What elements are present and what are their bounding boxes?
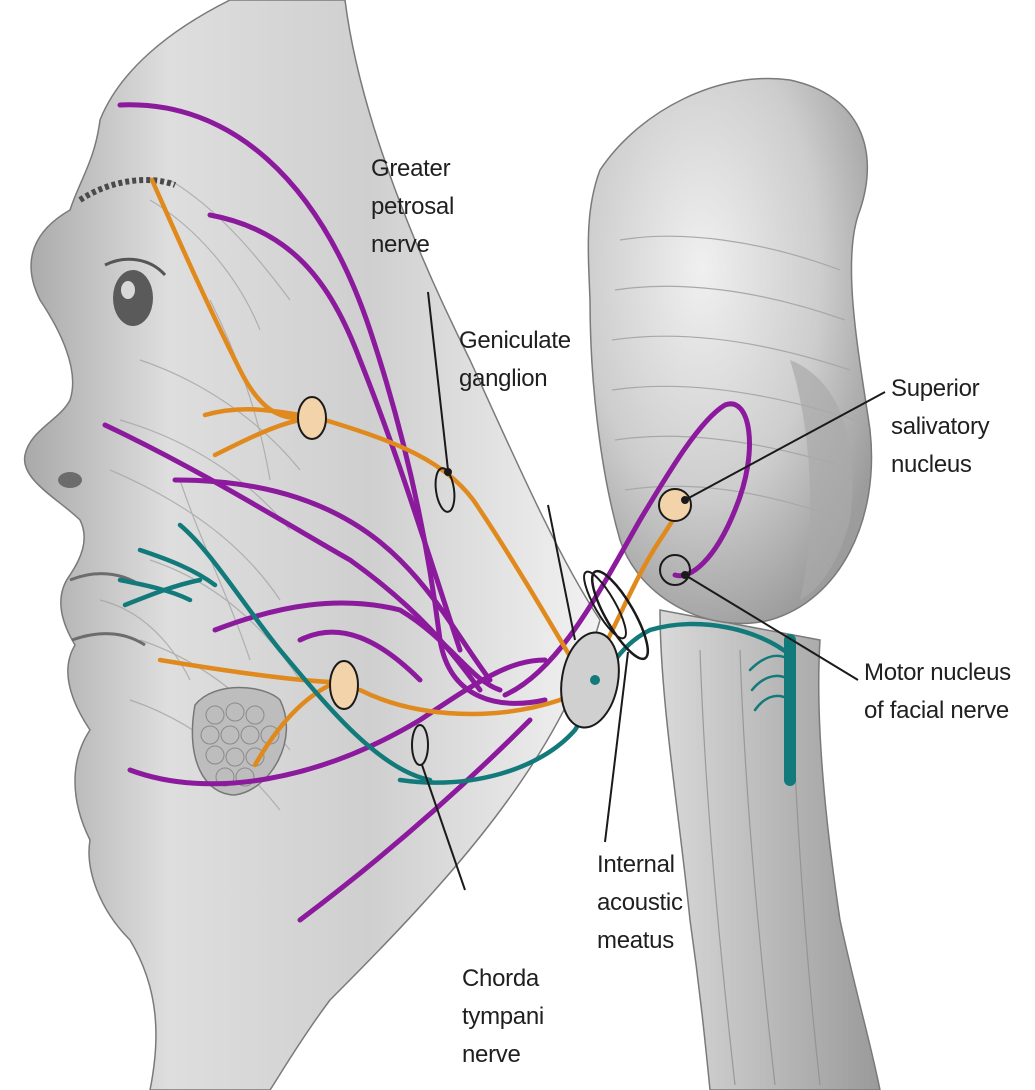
submandibular-ganglion — [330, 661, 358, 709]
label-motor-nucleus-of-facial-nerve: Motor nucleus of facial nerve — [864, 654, 1011, 730]
pons — [588, 78, 871, 623]
superior-salivatory-nucleus — [659, 489, 691, 521]
label-superior-salivatory-nucleus: Superior salivatory nucleus — [891, 370, 989, 484]
eye — [113, 270, 153, 326]
label-greater-petrosal-nerve: Greater petrosal nerve — [371, 150, 454, 264]
label-chorda-tympani-nerve: Chorda tympani nerve — [462, 960, 544, 1074]
pterygopalatine-ganglion — [298, 397, 326, 439]
brainstem — [660, 610, 880, 1090]
head-outline — [25, 0, 600, 1090]
label-internal-acoustic-meatus: Internal acoustic meatus — [597, 846, 683, 960]
label-geniculate-ganglion: Geniculate ganglion — [459, 322, 571, 398]
